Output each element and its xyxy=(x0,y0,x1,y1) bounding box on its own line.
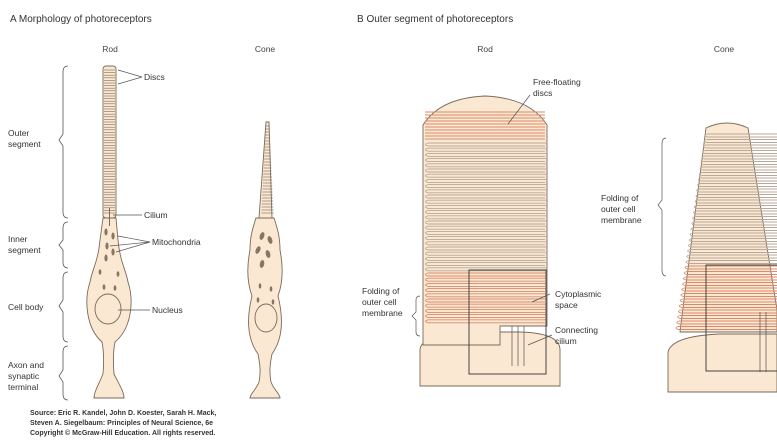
callout-folding-rod: Folding of outer cell membrane xyxy=(362,286,403,318)
cone-cell-a xyxy=(248,122,282,398)
cone-a-nucleus xyxy=(255,304,277,332)
region-cell-body-label: Cell body xyxy=(8,302,44,312)
cone-outer-segment-b xyxy=(668,123,777,392)
cone-b-inner-segment xyxy=(668,334,777,392)
brace-axon xyxy=(59,346,68,400)
region-inner-segment-label: Inner segment xyxy=(8,234,41,255)
source-line-2: Steven A. Siegelbaum: Principles of Neur… xyxy=(30,420,213,427)
source-line-1: Source: Eric R. Kandel, John D. Koester,… xyxy=(30,410,216,417)
panel-a-title: A Morphology of photoreceptors xyxy=(10,14,152,25)
rod-cell-a xyxy=(87,66,131,398)
region-braces xyxy=(59,66,68,400)
panel-a-rod-label: Rod xyxy=(102,44,118,54)
callout-free-floating-discs: Free-floating discs xyxy=(533,77,583,98)
rod-outer-segment-b xyxy=(420,96,560,386)
region-axon-label: Axon and synaptic terminal xyxy=(8,360,46,392)
cone-a-outer-segment xyxy=(259,122,272,218)
panel-b-cone-brace xyxy=(658,138,666,276)
rod-a-outer-segment xyxy=(103,66,116,218)
rod-a-nucleus xyxy=(95,294,121,324)
brace-inner-segment xyxy=(59,222,68,268)
callout-mitochondria: Mitochondria xyxy=(152,237,201,247)
callout-connecting-cilium: Connecting cilium xyxy=(555,325,600,346)
brace-outer-segment xyxy=(59,66,68,218)
callout-nucleus: Nucleus xyxy=(152,305,183,315)
panel-b-rod-label: Rod xyxy=(477,44,493,54)
brace-cell-body xyxy=(59,272,68,342)
region-outer-segment-label: Outer segment xyxy=(8,128,41,149)
panel-b-cone-label: Cone xyxy=(714,44,735,54)
panel-b-title: B Outer segment of photoreceptors xyxy=(357,14,513,25)
callout-cytoplasmic-space: Cytoplasmic space xyxy=(555,289,604,310)
source-line-3: Copyright © McGraw-Hill Education. All r… xyxy=(30,429,215,437)
callout-cilium: Cilium xyxy=(144,210,168,220)
callout-folding-cone: Folding of outer cell membrane xyxy=(601,193,642,225)
callout-discs: Discs xyxy=(144,72,165,82)
panel-a-cone-label: Cone xyxy=(255,44,276,54)
